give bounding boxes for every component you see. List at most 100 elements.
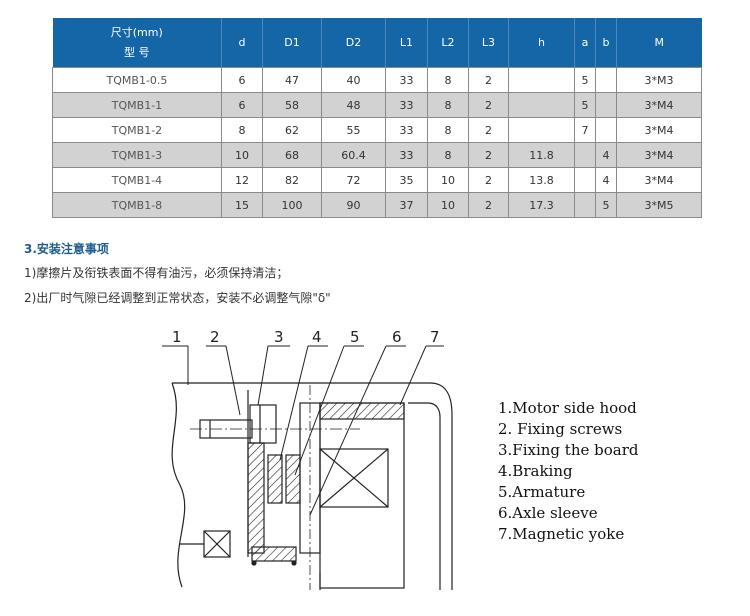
- callout-4: 4: [312, 328, 322, 346]
- cell-L2: 8: [427, 142, 469, 168]
- cell-h: [508, 67, 575, 93]
- cell-h: [508, 117, 575, 143]
- cell-L1: 35: [385, 167, 428, 193]
- cell-L3: 2: [468, 192, 509, 218]
- cell-L2: 10: [427, 167, 469, 193]
- fixing-screw: [199, 404, 277, 444]
- cell-D2: 72: [321, 167, 386, 193]
- cell-D1: 68: [262, 142, 322, 168]
- cell-D1: 62: [262, 117, 322, 143]
- cell-model: TQMB1-4: [52, 167, 222, 193]
- header-d: d: [221, 18, 263, 68]
- cell-M: 3*M4: [616, 167, 702, 193]
- table-row: TQMB1-0.5 6 47 40 33 8 2 5 3*M3: [52, 67, 702, 93]
- cell-b: 4: [595, 142, 617, 168]
- callout-7: 7: [430, 328, 440, 346]
- motor-side-hood: [171, 382, 260, 588]
- cell-D2: 55: [321, 117, 386, 143]
- legend-item-1: 1.Motor side hood: [498, 399, 637, 417]
- header-L2: L2: [427, 18, 469, 68]
- header-L1: L1: [385, 18, 428, 68]
- legend-item-7: 7.Magnetic yoke: [498, 525, 625, 543]
- cell-L1: 37: [385, 192, 428, 218]
- cell-a: [574, 167, 596, 193]
- cell-a: 7: [574, 117, 596, 143]
- cell-model: TQMB1-8: [52, 192, 222, 218]
- cell-d: 15: [221, 192, 263, 218]
- cell-M: 3*M4: [616, 92, 702, 118]
- cell-M: 3*M4: [616, 117, 702, 143]
- fixing-board: [247, 442, 265, 554]
- cell-a: [574, 192, 596, 218]
- cell-d: 6: [221, 92, 263, 118]
- bearing-symbol: [203, 530, 231, 558]
- cell-L2: 10: [427, 192, 469, 218]
- cell-model: TQMB1-3: [52, 142, 222, 168]
- cell-d: 10: [221, 142, 263, 168]
- table-row: TQMB1-4 12 82 72 35 10 2 13.8 4 3*M4: [52, 167, 702, 193]
- brake-assembly-drawing: 1 2 3 4 5 6 7: [162, 328, 453, 590]
- legend-item-3: 3.Fixing the board: [498, 441, 639, 459]
- cell-L1: 33: [385, 92, 428, 118]
- cell-h: [508, 92, 575, 118]
- cell-D2: 90: [321, 192, 386, 218]
- legend-item-6: 6.Axle sleeve: [498, 504, 598, 522]
- header-D1: D1: [262, 18, 322, 68]
- parts-legend: 1.Motor side hood 2. Fixing screws 3.Fix…: [498, 398, 639, 545]
- outer-housing: [260, 382, 453, 590]
- header-L3: L3: [468, 18, 509, 68]
- table-row: TQMB1-3 10 68 60.4 33 8 2 11.8 4 3*M4: [52, 142, 702, 168]
- cell-D1: 82: [262, 167, 322, 193]
- callout-2: 2: [210, 328, 220, 346]
- cell-L3: 2: [468, 92, 509, 118]
- cell-M: 3*M4: [616, 142, 702, 168]
- cell-h: 11.8: [508, 142, 575, 168]
- cell-a: [574, 142, 596, 168]
- cell-D2: 40: [321, 67, 386, 93]
- note-item-1: 1)摩擦片及衔铁表面不得有油污，必须保持清洁；: [24, 266, 289, 280]
- cell-L3: 2: [468, 142, 509, 168]
- cell-a: 5: [574, 67, 596, 93]
- housing-inner-wall: [408, 402, 441, 590]
- callout-5: 5: [350, 328, 360, 346]
- cell-L1: 33: [385, 67, 428, 93]
- header-b: b: [595, 18, 617, 68]
- cell-L3: 2: [468, 167, 509, 193]
- callout-3: 3: [274, 328, 284, 346]
- armature-plate: [285, 454, 301, 504]
- cell-b: [595, 117, 617, 143]
- cell-D1: 47: [262, 67, 322, 93]
- cell-D2: 48: [321, 92, 386, 118]
- cell-L3: 2: [468, 67, 509, 93]
- cell-d: 6: [221, 67, 263, 93]
- cell-d: 12: [221, 167, 263, 193]
- legend-item-5: 5.Armature: [498, 483, 586, 501]
- header-h: h: [508, 18, 575, 68]
- legend-item-2: 2. Fixing screws: [498, 420, 623, 438]
- cell-D2: 60.4: [321, 142, 386, 168]
- cell-M: 3*M3: [616, 67, 702, 93]
- cell-b: 4: [595, 167, 617, 193]
- cell-h: 17.3: [508, 192, 575, 218]
- cell-h: 13.8: [508, 167, 575, 193]
- cell-D1: 58: [262, 92, 322, 118]
- cell-L1: 33: [385, 142, 428, 168]
- cell-b: [595, 92, 617, 118]
- cell-b: 5: [595, 192, 617, 218]
- cell-d: 8: [221, 117, 263, 143]
- legend-item-4: 4.Braking: [498, 462, 573, 480]
- leader-lines: [162, 345, 444, 516]
- magnetic-yoke: [299, 385, 405, 590]
- callout-1: 1: [172, 328, 182, 346]
- header-size-label: 尺寸(mm): [110, 25, 163, 39]
- table-header-row: 尺寸(mm) 型 号 d D1 D2 L1 L2 L3 h a b M: [52, 18, 702, 68]
- cell-D1: 100: [262, 192, 322, 218]
- header-M: M: [616, 18, 702, 68]
- table-row: TQMB1-8 15 100 90 37 10 2 17.3 5 3*M5: [52, 192, 702, 218]
- cell-L2: 8: [427, 117, 469, 143]
- cell-b: [595, 67, 617, 93]
- cell-model: TQMB1-0.5: [52, 67, 222, 93]
- header-a: a: [574, 18, 596, 68]
- table-row: TQMB1-2 8 62 55 33 8 2 7 3*M4: [52, 117, 702, 143]
- friction-disc: [267, 454, 283, 504]
